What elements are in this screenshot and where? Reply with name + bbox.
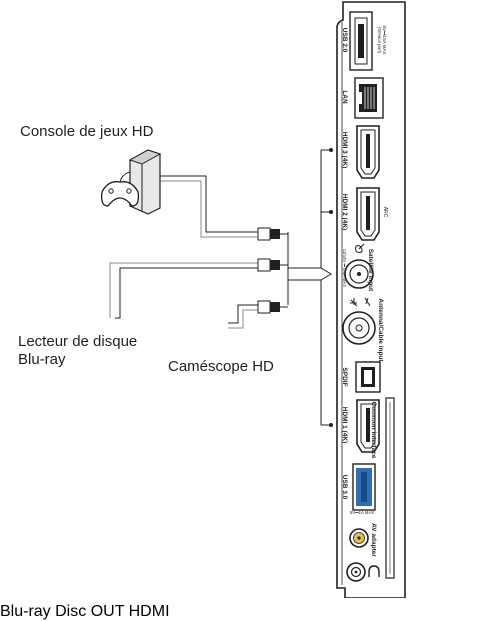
- bluray-port-hdmi: HDMI: [128, 603, 170, 620]
- hdmi2-label: HDMI 2 (4K): [341, 194, 348, 230]
- hdmi2-port: [356, 187, 380, 241]
- common-interface-label: Common interface: [370, 401, 377, 458]
- hdmi-plug-camcorder: [257, 300, 288, 314]
- game-console-icon: [100, 149, 162, 215]
- hdmi-bracket: [287, 148, 333, 427]
- game-console-label: Console de jeux HD: [20, 123, 154, 140]
- satellite-label: Satellite input: [367, 249, 374, 292]
- usb3-port: [352, 463, 376, 511]
- bluray-player-icon: OUT HDMI: [91, 603, 170, 620]
- antenna-icon: [350, 297, 371, 307]
- bluray-logo: Blu-ray Disc: [0, 603, 91, 620]
- bluray-player-label-line1: Lecteur de disque: [18, 333, 138, 350]
- hdmi1-label: HDMI 1 (4K): [341, 407, 348, 443]
- camcorder-label: Caméscope HD: [168, 358, 274, 375]
- connection-diagram: USB 2.0 (Service port) 5V⎓0.5A MAX LAN H…: [0, 1, 406, 620]
- usb2-label: USB 2.0: [341, 28, 348, 53]
- usb3-note: 5V⎓1A MAX: [350, 510, 374, 515]
- antenna-port: [342, 311, 376, 345]
- hdmi-plug-console: [257, 227, 288, 241]
- usb2-port: [349, 11, 373, 71]
- satellite-port: [344, 259, 374, 289]
- lan-port: [354, 77, 384, 119]
- usb2-note-line1: (Service port): [377, 26, 382, 54]
- spdif-port: [355, 361, 381, 393]
- cables: [109, 175, 258, 329]
- hdmi-plug-bluray: [257, 258, 288, 272]
- satellite-dish-icon: [355, 243, 365, 253]
- satellite-note: 13/18V ⎓ 0.4A MAX: [342, 249, 347, 288]
- lan-label: LAN: [341, 90, 348, 104]
- bluray-logo-text: Blu-ray Disc: [0, 603, 87, 620]
- headphone-port: [346, 562, 380, 582]
- usb3-label: USB 3.0: [341, 475, 348, 500]
- hdmi3-label: HDMI 3 (4K): [341, 132, 348, 168]
- spdif-label: SPDIF: [341, 367, 348, 386]
- av-adapter-port: [349, 528, 369, 548]
- common-interface-slot: [385, 397, 395, 579]
- bluray-port-out: OUT: [90, 603, 125, 620]
- hdmi2-arc-note: ARC: [382, 207, 388, 218]
- av-adapter-label: AV adapter: [370, 523, 377, 557]
- bluray-player-label-line2: Blu-ray: [18, 351, 66, 368]
- hdmi1-port: [356, 399, 380, 453]
- usb2-note-line2: 5V⎓0.5A MAX: [382, 25, 387, 54]
- hdmi3-port: [356, 125, 380, 179]
- antenna-label: Antenna/Cable input: [377, 298, 384, 362]
